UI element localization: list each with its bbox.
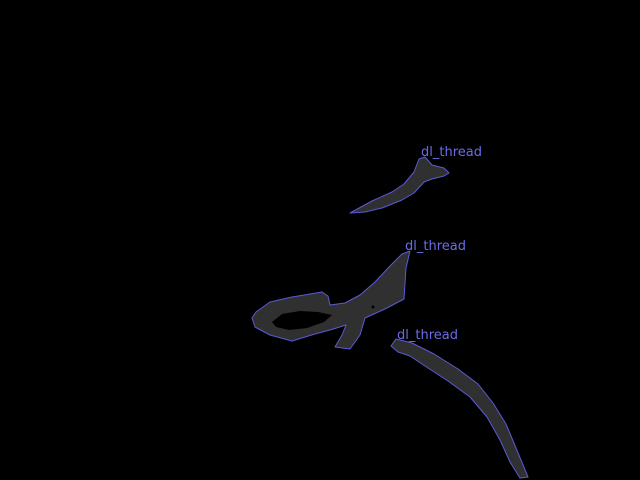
annotation-label-3: dl_thread bbox=[397, 328, 458, 343]
thread-region-2-hole bbox=[272, 311, 332, 330]
thread-region-2-shape[interactable] bbox=[251, 250, 411, 350]
annotation-region-2[interactable]: dl_thread bbox=[251, 239, 466, 350]
annotation-label-1: dl_thread bbox=[421, 145, 482, 160]
annotation-label-2: dl_thread bbox=[405, 239, 466, 254]
annotation-region-3[interactable]: dl_thread bbox=[390, 328, 529, 479]
thread-region-3-shape[interactable] bbox=[390, 338, 529, 479]
annotation-region-1[interactable]: dl_thread bbox=[349, 145, 482, 214]
thread-region-2-dot bbox=[371, 305, 375, 309]
thread-region-1-shape[interactable] bbox=[349, 156, 450, 214]
